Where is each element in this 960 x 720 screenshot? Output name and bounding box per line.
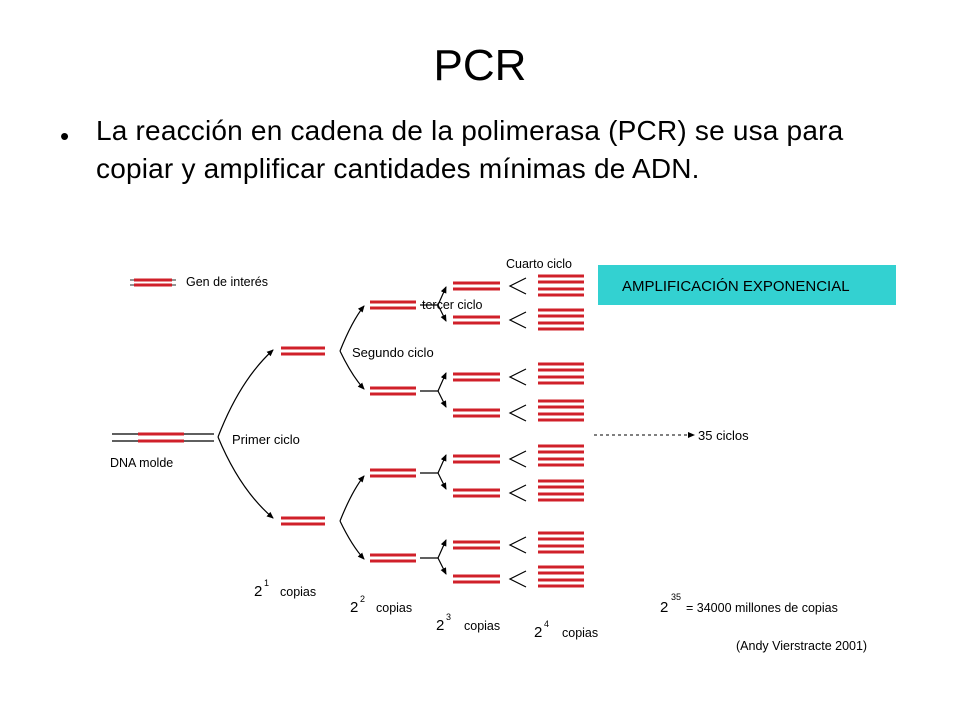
cycle-1-copies	[281, 346, 325, 526]
fork-1-up	[217, 349, 274, 438]
fork-3-down	[437, 304, 447, 322]
legend-gene-of-interest: Gen de interés	[130, 275, 268, 289]
cycle-3-copy	[453, 315, 500, 325]
copies-2-base: 2	[350, 599, 358, 616]
fork-4-bracket	[508, 536, 527, 554]
copies-35-exp: 35	[671, 592, 681, 602]
copies-4-exp: 4	[544, 619, 549, 629]
cycle-1-label: Primer ciclo	[232, 432, 300, 447]
copies-1-word: copias	[280, 585, 316, 599]
fork-3-up	[437, 454, 447, 474]
cycles-35-label: 35 ciclos	[698, 428, 749, 443]
fork-3-down	[437, 390, 447, 408]
cycle-4-copy	[538, 375, 584, 385]
cycle-3-copy	[453, 540, 500, 550]
fork-2-up	[339, 305, 365, 352]
cycle-1-copy	[281, 516, 325, 526]
cycle-3-label: tercer ciclo	[422, 298, 482, 312]
cycle-4-copy	[538, 531, 584, 541]
cycle-2-copy	[370, 386, 416, 396]
cycle-4-label: Cuarto ciclo	[506, 257, 572, 271]
cycle-3-copy	[453, 454, 500, 464]
slide-title: PCR	[433, 41, 527, 90]
credit-text: (Andy Vierstracte 2001)	[736, 639, 867, 653]
bullet-marker: •	[60, 121, 70, 151]
template-dna: DNA molde	[110, 432, 214, 470]
cycle-4-copy	[538, 492, 584, 502]
cycle-3-copy	[453, 281, 500, 291]
copies-1-base: 2	[254, 583, 262, 600]
template-label: DNA molde	[110, 456, 173, 470]
copies-2-word: copias	[376, 601, 412, 615]
exponential-banner: AMPLIFICACIÓN EXPONENCIAL	[598, 265, 896, 305]
legend-gene-label: Gen de interés	[186, 275, 268, 289]
cycle-2-copies	[370, 300, 416, 563]
branch-arrows	[217, 277, 527, 588]
copies-3-word: copias	[464, 619, 500, 633]
cycle-4-copy	[538, 362, 584, 372]
fork-4-bracket	[508, 484, 527, 502]
cycle-4-copy	[538, 287, 584, 297]
fork-3-up	[437, 372, 447, 392]
copies-4-base: 2	[534, 624, 542, 641]
cycle-4-copy	[538, 412, 584, 422]
cycle-4-copy	[538, 479, 584, 489]
fork-2-down	[339, 520, 365, 560]
copies-1-exp: 1	[264, 578, 269, 588]
copies-3-exp: 3	[446, 612, 451, 622]
bullet-text: La reacción en cadena de la polimerasa (…	[96, 115, 844, 184]
fork-3-up	[437, 539, 447, 559]
cycle-2-copy	[370, 300, 416, 310]
fork-4-bracket	[508, 277, 527, 295]
fork-4-bracket	[508, 404, 527, 422]
fork-3-up	[437, 286, 447, 306]
copies-labels: 2 1 copias 2 2 copias 2 3 copias 2 4 cop…	[254, 578, 838, 641]
copies-3-base: 2	[436, 617, 444, 634]
cycle-4-copy	[538, 308, 584, 318]
cycle-4-copy	[538, 457, 584, 467]
fork-2-down	[339, 350, 365, 390]
cycle-3-copies	[453, 281, 500, 584]
cycle-2-copy	[370, 553, 416, 563]
fork-4-bracket	[508, 368, 527, 386]
fork-4-bracket	[508, 570, 527, 588]
cycle-4-copy	[538, 444, 584, 454]
cycle-4-copy	[538, 274, 584, 284]
cycle-2-label: Segundo ciclo	[352, 345, 434, 360]
cycle-4-copy	[538, 544, 584, 554]
fork-3-down	[437, 557, 447, 575]
cycle-4-copy	[538, 399, 584, 409]
cycle-4-copy	[538, 321, 584, 331]
arrow-35-cycles: 35 ciclos	[594, 428, 749, 443]
fork-3-down	[437, 472, 447, 490]
cycle-2-copy	[370, 468, 416, 478]
copies-35-result: = 34000 millones de copias	[686, 601, 838, 615]
cycle-3-copy	[453, 372, 500, 382]
cycle-3-copy	[453, 574, 500, 584]
fork-2-up	[339, 475, 365, 522]
fork-4-bracket	[508, 311, 527, 329]
cycle-3-copy	[453, 488, 500, 498]
cycle-1-copy	[281, 346, 325, 356]
copies-35-base: 2	[660, 599, 668, 616]
cycle-4-copies	[538, 274, 584, 588]
copies-2-exp: 2	[360, 594, 365, 604]
banner-text: AMPLIFICACIÓN EXPONENCIAL	[622, 278, 850, 295]
fork-4-bracket	[508, 450, 527, 468]
fork-1-down	[217, 436, 274, 519]
cycle-4-copy	[538, 578, 584, 588]
copies-4-word: copias	[562, 626, 598, 640]
cycle-4-copy	[538, 565, 584, 575]
cycle-3-copy	[453, 408, 500, 418]
